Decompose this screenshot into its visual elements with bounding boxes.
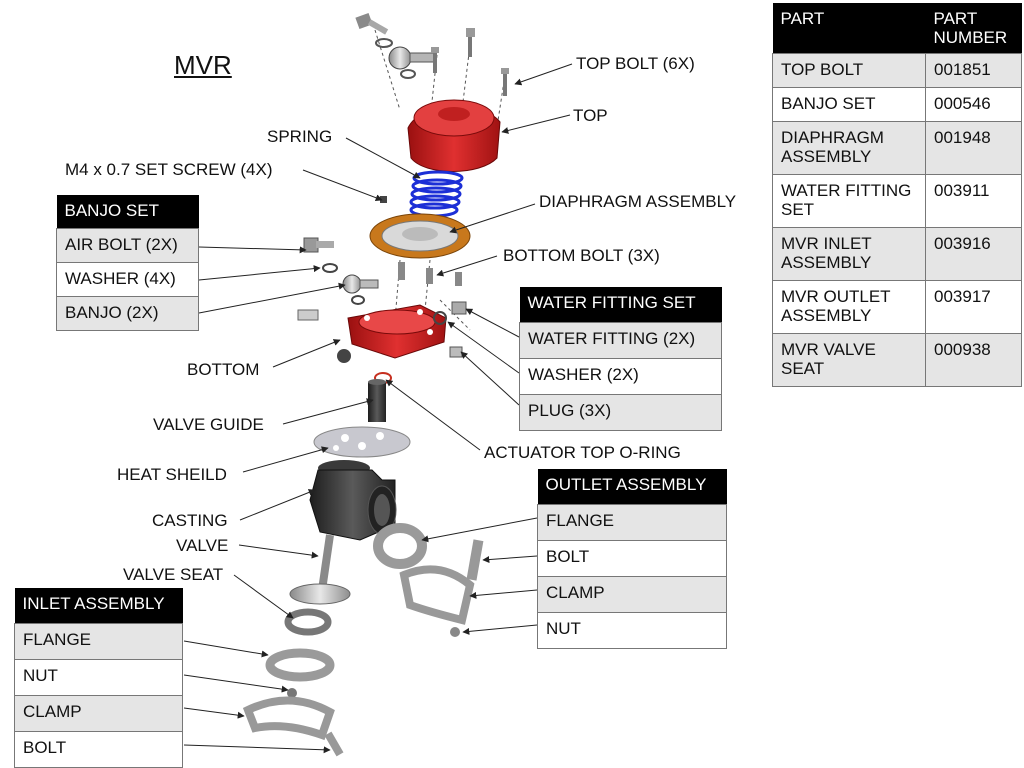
outlet-assembly-item: FLANGE (537, 504, 727, 541)
water-fitting-item: PLUG (3X) (519, 394, 722, 431)
banjo-set-item: WASHER (4X) (56, 262, 199, 297)
outlet-assembly-item: CLAMP (537, 576, 727, 613)
parts-header-part: PART (772, 3, 926, 54)
label-top-bolt: TOP BOLT (6X) (576, 54, 695, 73)
valve-guide-part (368, 379, 386, 422)
water-fitting-header: WATER FITTING SET (519, 287, 722, 323)
label-set-screw: M4 x 0.7 SET SCREW (4X) (65, 160, 273, 179)
inlet-assembly-item: BOLT (14, 731, 183, 768)
label-valve-seat: VALVE SEAT (123, 565, 224, 584)
part-name: TOP BOLT (772, 53, 926, 88)
diagram-title: MVR (174, 50, 232, 80)
part-number: 003916 (925, 227, 1022, 281)
valve-seat-part (284, 608, 332, 636)
part-name: DIAPHRAGM ASSEMBLY (772, 121, 926, 175)
label-bottom: BOTTOM (187, 360, 260, 379)
part-number: 001948 (925, 121, 1022, 175)
part-number: 000938 (925, 333, 1022, 387)
part-name: BANJO SET (772, 87, 926, 122)
label-valve: VALVE (176, 536, 229, 555)
heat-shield-part (313, 426, 411, 458)
outlet-parts (373, 523, 484, 637)
outlet-assembly-header: OUTLET ASSEMBLY (537, 469, 727, 505)
top-part (407, 99, 501, 172)
banjo-set-header: BANJO SET (56, 195, 199, 229)
bottom-bolts (398, 262, 462, 286)
part-number: 000546 (925, 87, 1022, 122)
set-screw (380, 196, 387, 203)
inlet-assembly-item: NUT (14, 659, 183, 696)
casting-part (309, 460, 397, 541)
banjo-set-item: BANJO (2X) (56, 296, 199, 331)
part-name: WATER FITTING SET (772, 174, 926, 228)
parts-header-number: PART NUMBER (925, 3, 1022, 54)
valve-part (289, 534, 351, 605)
label-diaphragm: DIAPHRAGM ASSEMBLY (539, 192, 737, 211)
label-spring: SPRING (267, 127, 333, 146)
part-number: 001851 (925, 53, 1022, 88)
water-fitting-item: WATER FITTING (2X) (519, 322, 722, 359)
leader-lines (183, 63, 573, 754)
top-bolts (355, 12, 509, 96)
label-valve-guide: VALVE GUIDE (153, 415, 264, 434)
water-fitting-item: WASHER (2X) (519, 358, 722, 395)
inlet-assembly-item: FLANGE (14, 623, 183, 660)
outlet-assembly-item: NUT (537, 612, 727, 649)
part-name: MVR OUTLET ASSEMBLY (772, 280, 926, 334)
label-casting: CASTING (152, 511, 228, 530)
label-bottom-bolt: BOTTOM BOLT (3X) (503, 246, 660, 265)
part-name: MVR VALVE SEAT (772, 333, 926, 387)
bottom-part (337, 304, 447, 363)
outlet-assembly-table: OUTLET ASSEMBLY FLANGE BOLT CLAMP NUT (537, 469, 727, 649)
diaphragm-part (369, 213, 471, 259)
label-oring: ACTUATOR TOP O-RING (484, 443, 681, 462)
inlet-assembly-header: INLET ASSEMBLY (14, 588, 183, 624)
spring-part (409, 170, 464, 218)
outlet-assembly-item: BOLT (537, 540, 727, 577)
banjo-set-table: BANJO SET AIR BOLT (2X) WASHER (4X) BANJ… (56, 195, 199, 331)
part-number: 003911 (925, 174, 1022, 228)
part-number: 003917 (925, 280, 1022, 334)
banjo-parts (297, 237, 379, 321)
label-heat-shield: HEAT SHEILD (117, 465, 227, 484)
part-name: MVR INLET ASSEMBLY (772, 227, 926, 281)
inlet-assembly-item: CLAMP (14, 695, 183, 732)
label-top: TOP (573, 106, 608, 125)
banjo-set-item: AIR BOLT (2X) (56, 228, 199, 263)
water-fitting-parts (433, 301, 467, 358)
inlet-assembly-table: INLET ASSEMBLY FLANGE NUT CLAMP BOLT (14, 588, 183, 768)
inlet-parts (242, 648, 344, 757)
water-fitting-set-table: WATER FITTING SET WATER FITTING (2X) WAS… (519, 287, 722, 431)
